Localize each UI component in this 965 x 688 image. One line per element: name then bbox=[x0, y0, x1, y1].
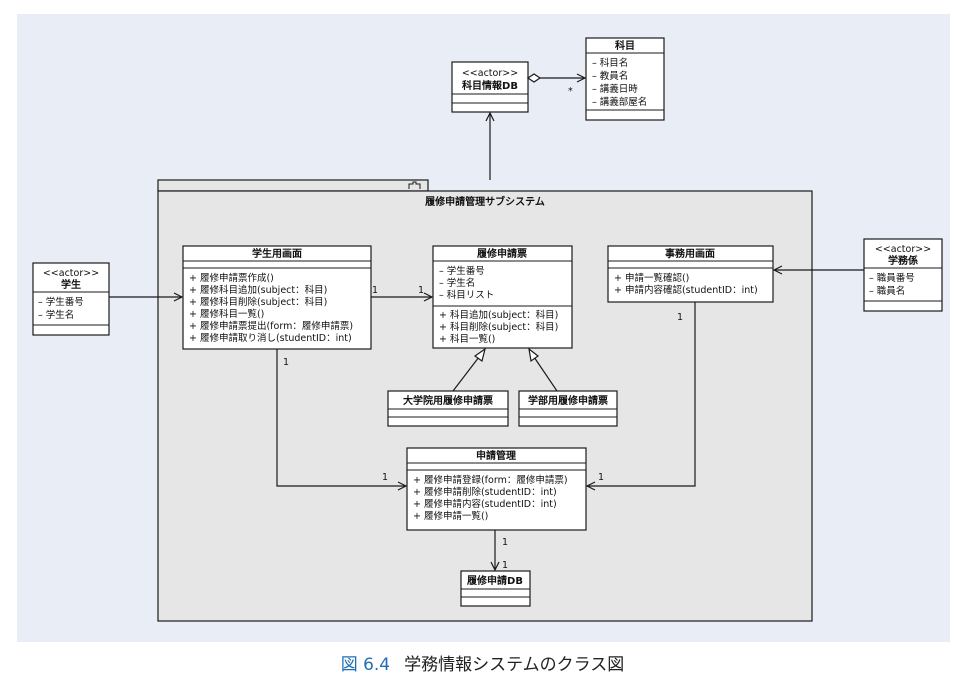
attribute-item: – 講義部屋名 bbox=[592, 96, 647, 108]
caption-text: 学務情報システムのクラス図 bbox=[404, 655, 625, 675]
operation-item: + 履修申請取り消し(studentID：int) bbox=[189, 332, 352, 344]
class-daigakuin-hyo: 大学院用履修申請票 bbox=[387, 390, 509, 427]
class-kamoku: 科目 – 科目名 – 教員名 – 講義日時 – 講義部屋名 bbox=[585, 37, 665, 121]
class-title: 科目情報DB bbox=[462, 79, 518, 92]
generalization-triangle bbox=[528, 347, 540, 363]
multiplicity-label: 1 bbox=[418, 285, 424, 296]
class-gakumu: <<actor>> 学務係 – 職員番号 – 職員名 bbox=[863, 238, 943, 312]
operation-item: + 申請一覧確認() bbox=[614, 272, 689, 284]
multiplicity-label: 1 bbox=[382, 472, 388, 483]
class-title: 学部用履修申請票 bbox=[528, 394, 608, 407]
class-shinsei-kanri: 申請管理 + 履修申請登録(form：履修申請票) + 履修申請削除(stude… bbox=[406, 447, 587, 531]
class-title: 事務用画面 bbox=[665, 247, 715, 260]
class-title: 学生用画面 bbox=[252, 247, 302, 260]
class-gakusei: <<actor>> 学生 – 学生番号 – 学生名 bbox=[32, 262, 110, 336]
operation-item: + 申請内容確認(studentID：int) bbox=[614, 284, 758, 296]
connectors: * 1 1 1 1 1 1 1 1 bbox=[109, 73, 864, 571]
class-kamoku-db: <<actor>> 科目情報DB bbox=[451, 61, 529, 113]
multiplicity-label: 1 bbox=[598, 472, 604, 483]
attribute-item: – 職員名 bbox=[869, 285, 905, 297]
class-title: 大学院用履修申請票 bbox=[403, 394, 493, 407]
class-gakusei-gamen: 学生用画面 + 履修申請票作成() + 履修科目追加(subject：科目) +… bbox=[182, 245, 372, 350]
stereotype-label: <<actor>> bbox=[43, 268, 99, 279]
caption-number: 図 6.4 bbox=[340, 655, 391, 675]
operation-item: + 履修科目削除(subject：科目) bbox=[189, 296, 327, 308]
class-gakubu-hyo: 学部用履修申請票 bbox=[518, 390, 618, 427]
class-rishu-db: 履修申請DB bbox=[460, 570, 531, 607]
multiplicity-label: 1 bbox=[677, 312, 683, 323]
attribute-item: – 教員名 bbox=[592, 70, 628, 82]
multiplicity-label: 1 bbox=[283, 357, 289, 368]
operation-item: + 科目追加(subject：科目) bbox=[439, 309, 558, 321]
multiplicity-label: * bbox=[568, 86, 573, 97]
multiplicity-label: 1 bbox=[502, 560, 508, 571]
attribute-item: – 学生番号 bbox=[38, 296, 84, 308]
figure-caption: 図 6.4 学務情報システムのクラス図 bbox=[0, 650, 965, 675]
attribute-item: – 学生番号 bbox=[439, 265, 485, 277]
stereotype-label: <<actor>> bbox=[462, 68, 518, 79]
class-title: 科目 bbox=[615, 39, 635, 52]
attribute-item: – 職員番号 bbox=[869, 272, 915, 284]
generalization-triangle bbox=[473, 347, 486, 363]
attribute-item: – 科目名 bbox=[592, 57, 628, 69]
class-rishu-hyo: 履修申請票 – 学生番号 – 学生名 – 科目リスト + 科目追加(subjec… bbox=[432, 245, 573, 349]
class-title: 申請管理 bbox=[476, 449, 516, 462]
attribute-item: – 講義日時 bbox=[592, 83, 638, 95]
class-jimu-gamen: 事務用画面 + 申請一覧確認() + 申請内容確認(studentID：int) bbox=[607, 245, 774, 303]
operation-item: + 履修科目一覧() bbox=[189, 308, 264, 320]
association-gamen-kanri bbox=[276, 349, 406, 486]
operation-item: + 履修申請一覧() bbox=[413, 510, 488, 522]
operation-item: + 履修申請登録(form：履修申請票) bbox=[413, 474, 568, 486]
class-title: 履修申請票 bbox=[476, 247, 527, 260]
operation-item: + 科目一覧() bbox=[439, 333, 495, 345]
attribute-item: – 学生名 bbox=[439, 277, 475, 289]
generalization-gakubu bbox=[533, 356, 558, 392]
operation-item: + 科目削除(subject：科目) bbox=[439, 321, 558, 333]
operation-item: + 履修申請削除(studentID：int) bbox=[413, 486, 557, 498]
generalization-daigakuin bbox=[452, 356, 480, 392]
attribute-item: – 科目リスト bbox=[439, 289, 494, 301]
operation-item: + 履修申請票作成() bbox=[189, 272, 274, 284]
aggregation-diamond bbox=[526, 73, 542, 83]
operation-item: + 履修申請内容(studentID：int) bbox=[413, 498, 557, 510]
association-jimu-kanri bbox=[587, 302, 696, 486]
operation-item: + 履修申請票提出(form：履修申請票) bbox=[189, 320, 353, 332]
package-fork-icon bbox=[408, 181, 421, 189]
class-title: 学生 bbox=[61, 278, 81, 291]
package-title: 履修申請管理サブシステム bbox=[424, 195, 545, 208]
multiplicity-label: 1 bbox=[502, 537, 508, 548]
operation-item: + 履修科目追加(subject：科目) bbox=[189, 284, 327, 296]
class-title: 履修申請DB bbox=[466, 574, 523, 587]
multiplicity-label: 1 bbox=[372, 285, 378, 296]
attribute-item: – 学生名 bbox=[38, 309, 74, 321]
stereotype-label: <<actor>> bbox=[875, 244, 931, 255]
class-title: 学務係 bbox=[888, 254, 918, 267]
